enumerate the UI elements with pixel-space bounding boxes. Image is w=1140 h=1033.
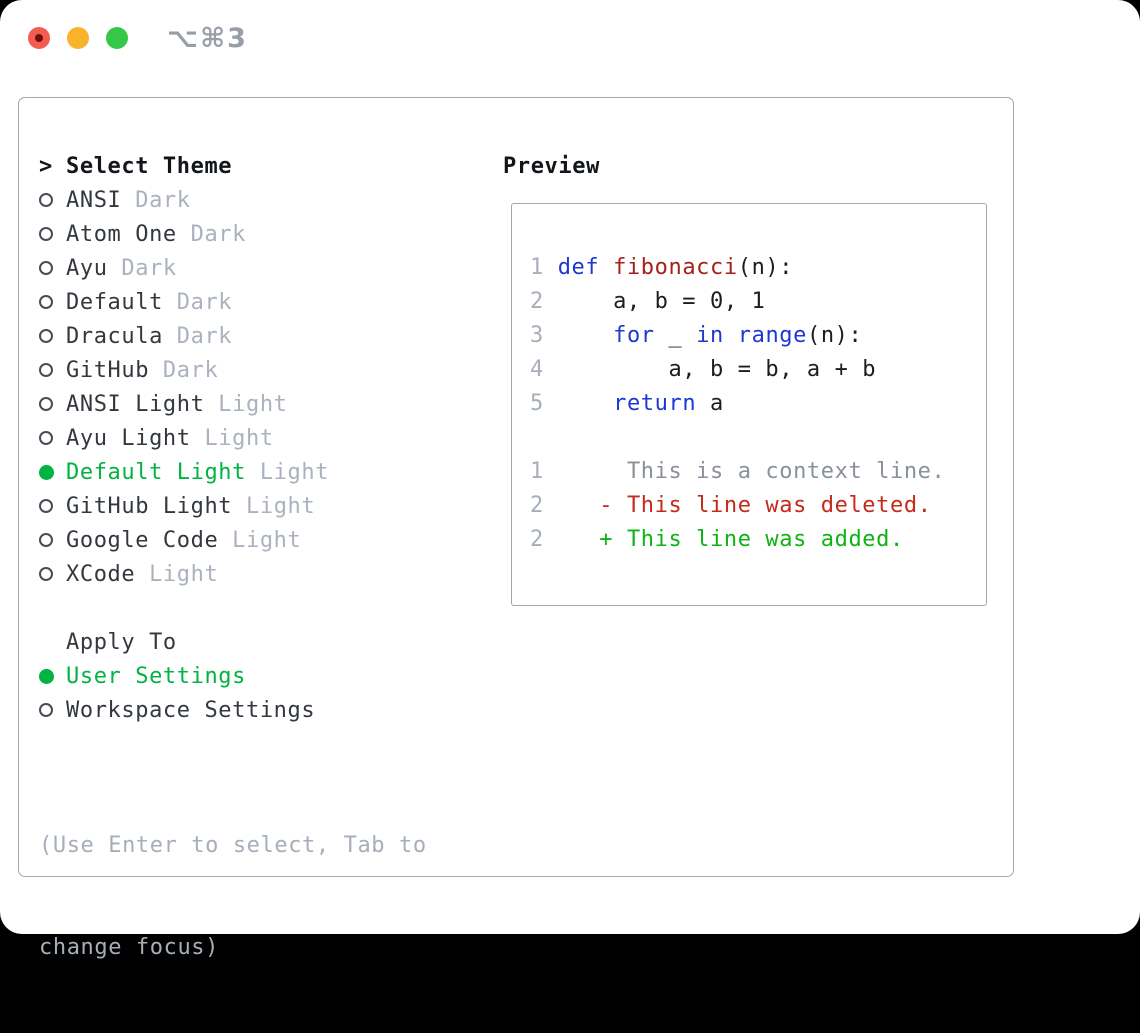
theme-variant-label: Dark <box>163 324 232 349</box>
minimize-button[interactable] <box>67 27 89 49</box>
theme-option[interactable]: Ayu Light Light <box>39 421 489 455</box>
close-button[interactable] <box>28 27 50 49</box>
radio-icon <box>39 227 53 241</box>
theme-label: Dracula <box>66 324 163 349</box>
radio-icon <box>39 499 53 513</box>
apply-to-option[interactable]: Workspace Settings <box>39 693 489 727</box>
selected-radio-icon <box>39 465 54 480</box>
theme-variant-label: Light <box>246 460 329 485</box>
theme-option[interactable]: Default Dark <box>39 285 489 319</box>
preview-line: 4 a, b = b, a + b <box>530 353 986 387</box>
radio-icon <box>39 567 53 581</box>
preview-line: 3 for _ in range(n): <box>530 319 986 353</box>
apply-to-title: Apply To <box>66 630 177 655</box>
theme-label: ANSI Light <box>66 392 204 417</box>
theme-variant-label: Light <box>191 426 274 451</box>
theme-label: Default Light <box>66 460 246 485</box>
select-theme-header: > Select Theme <box>39 149 489 183</box>
preview-line: 2 a, b = 0, 1 <box>530 285 986 319</box>
theme-variant-label: Dark <box>121 188 190 213</box>
theme-option[interactable]: Ayu Dark <box>39 251 489 285</box>
radio-icon <box>39 295 53 309</box>
theme-option[interactable]: Google Code Light <box>39 523 489 557</box>
theme-label: ANSI <box>66 188 121 213</box>
preview-blank-line <box>530 421 986 455</box>
theme-variant-label: Dark <box>177 222 246 247</box>
hint-line-2: change focus) <box>39 931 489 965</box>
select-theme-title: Select Theme <box>66 154 232 179</box>
preview-line: 1 This is a context line. <box>530 455 986 489</box>
window-shortcut-label: ⌥⌘3 <box>167 23 248 54</box>
theme-option[interactable]: XCode Light <box>39 557 489 591</box>
hint-text: (Use Enter to select, Tab to change focu… <box>39 761 489 1033</box>
theme-variant-label: Dark <box>163 290 232 315</box>
theme-variant-label: Light <box>204 392 287 417</box>
theme-label: XCode <box>66 562 135 587</box>
theme-option[interactable]: Dracula Dark <box>39 319 489 353</box>
radio-icon <box>39 193 53 207</box>
theme-label: Default <box>66 290 163 315</box>
radio-icon <box>39 703 53 717</box>
theme-variant-label: Light <box>232 494 315 519</box>
radio-icon <box>39 397 53 411</box>
radio-icon <box>39 261 53 275</box>
theme-variant-label: Light <box>135 562 218 587</box>
theme-variant-label: Dark <box>108 256 177 281</box>
spacer <box>39 727 489 761</box>
preview-line: 2 + This line was added. <box>530 523 986 557</box>
theme-option[interactable]: GitHub Dark <box>39 353 489 387</box>
apply-to-label: Workspace Settings <box>66 698 315 723</box>
theme-label: GitHub <box>66 358 149 383</box>
theme-option[interactable]: ANSI Dark <box>39 183 489 217</box>
preview-line: 5 return a <box>530 387 986 421</box>
theme-option[interactable]: Default Light Light <box>39 455 489 489</box>
theme-label: Ayu Light <box>66 426 191 451</box>
zoom-button[interactable] <box>106 27 128 49</box>
apply-to-header: Apply To <box>39 625 489 659</box>
theme-option[interactable]: GitHub Light Light <box>39 489 489 523</box>
theme-label: GitHub Light <box>66 494 232 519</box>
radio-icon <box>39 363 53 377</box>
theme-variant-label: Dark <box>149 358 218 383</box>
theme-option[interactable]: Atom One Dark <box>39 217 489 251</box>
theme-label: Google Code <box>66 528 218 553</box>
apply-to-label: User Settings <box>66 664 246 689</box>
radio-icon <box>39 533 53 547</box>
hint-line-1: (Use Enter to select, Tab to <box>39 829 489 863</box>
preview-heading: Preview <box>503 149 600 183</box>
theme-label: Atom One <box>66 222 177 247</box>
radio-icon <box>39 431 53 445</box>
selected-radio-icon <box>39 669 54 684</box>
focus-caret-icon: > <box>39 154 53 179</box>
theme-label: Ayu <box>66 256 108 281</box>
spacer <box>39 591 489 625</box>
preview-line: 1 def fibonacci(n): <box>530 251 986 285</box>
preview-line: 2 - This line was deleted. <box>530 489 986 523</box>
theme-variant-label: Light <box>218 528 301 553</box>
apply-to-option[interactable]: User Settings <box>39 659 489 693</box>
theme-option[interactable]: ANSI Light Light <box>39 387 489 421</box>
radio-icon <box>39 329 53 343</box>
